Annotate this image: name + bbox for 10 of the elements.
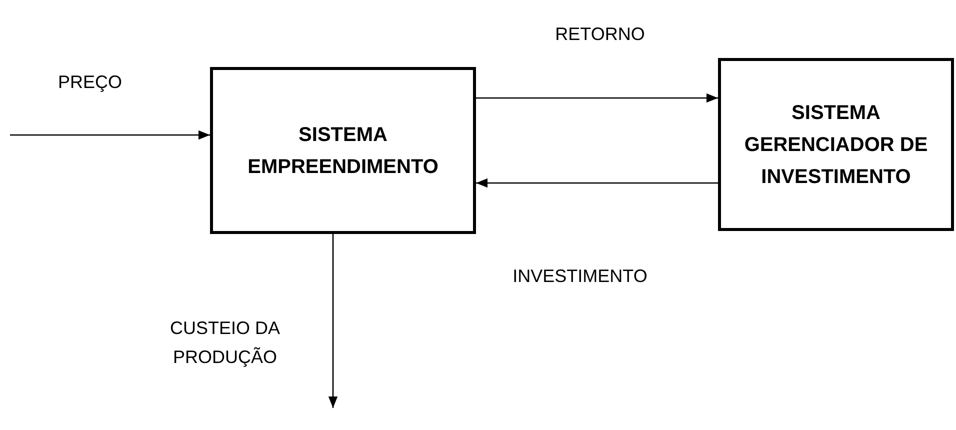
process-box: SISTEMA GERENCIADOR DE INVESTIMENTO [718, 58, 954, 231]
arrow [476, 178, 718, 188]
edge-label: CUSTEIO DA PRODUÇÃO [170, 318, 280, 367]
edge-label: RETORNO [555, 24, 645, 44]
edge-label: PREÇO [58, 72, 122, 92]
edge-label: INVESTIMENTO [512, 266, 648, 286]
arrow [476, 93, 718, 103]
arrow [328, 234, 338, 408]
process-box: SISTEMA EMPREENDIMENTO [210, 67, 476, 234]
arrow [10, 130, 210, 140]
